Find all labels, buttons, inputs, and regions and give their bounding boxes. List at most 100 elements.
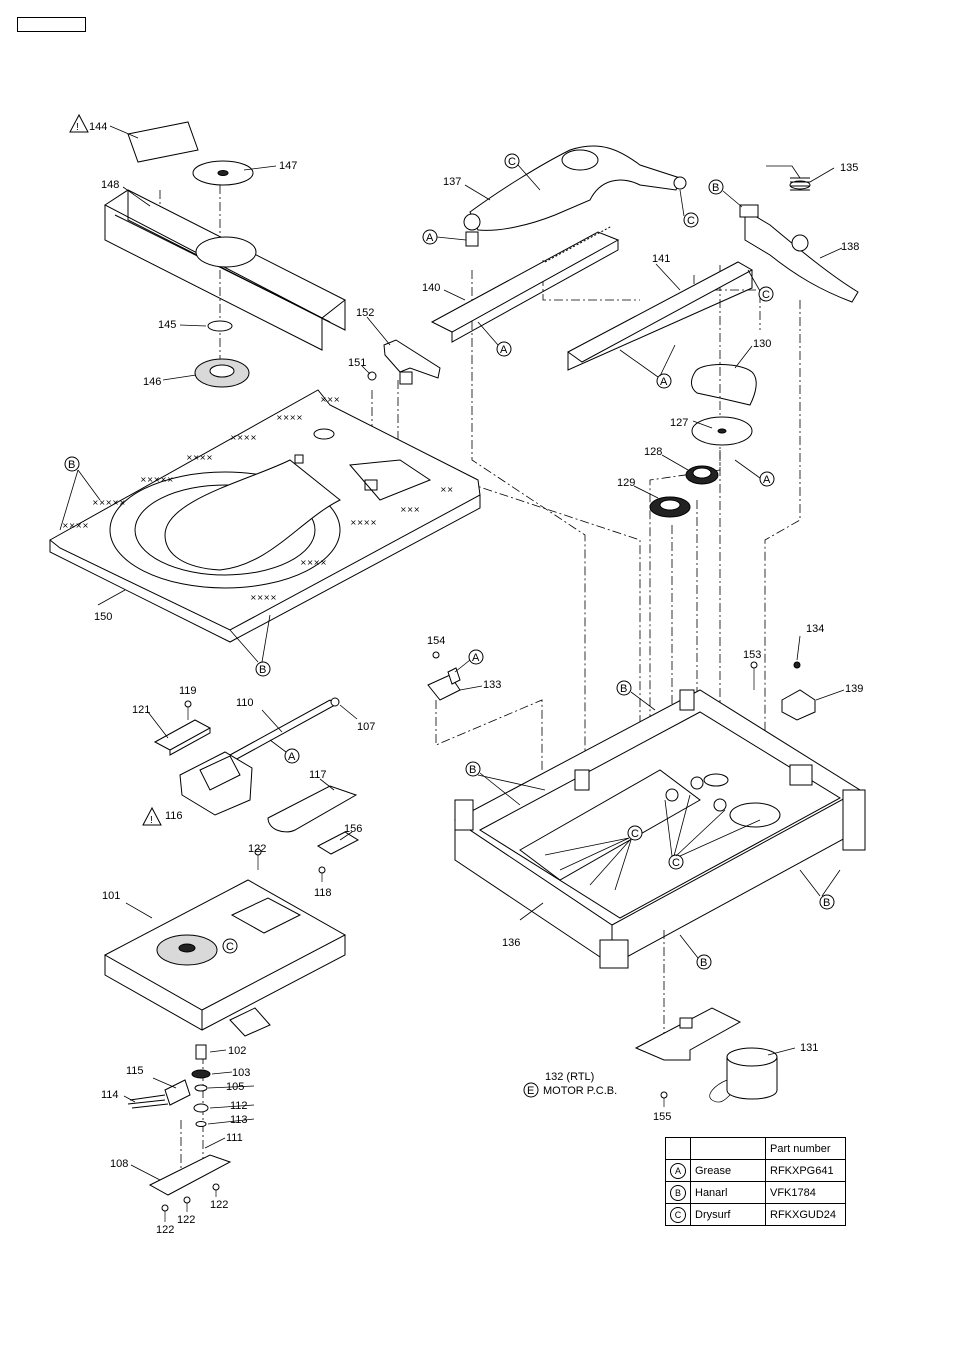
part-105 xyxy=(194,1084,208,1092)
symbol-a-marker: A xyxy=(670,1162,686,1179)
table-cell-name: Hanarl xyxy=(690,1181,766,1204)
svg-text:×××××: ××××× xyxy=(92,498,126,507)
marker-B-base-top: B xyxy=(616,680,632,696)
warning-triangle-icon: ! xyxy=(69,113,89,133)
callout-110: 110 xyxy=(236,697,254,709)
callout-137: 137 xyxy=(443,176,461,188)
marker-A-pulley: A xyxy=(759,471,775,487)
gear-group xyxy=(649,364,757,518)
table-row: C Drysurf RFKXGUD24 xyxy=(665,1203,846,1226)
svg-text:A: A xyxy=(763,474,771,486)
part-156-plate xyxy=(316,831,360,855)
marker-C-mechanism: C xyxy=(222,938,238,954)
pickup-group xyxy=(153,697,360,882)
part-114-wires xyxy=(127,1094,169,1109)
callout-145: 145 xyxy=(158,319,176,331)
marker-A-rack140: A xyxy=(496,341,512,357)
warning-triangle-icon: ! xyxy=(142,806,162,826)
symbol-c-marker: C xyxy=(670,1206,686,1223)
callout-147: 147 xyxy=(279,160,297,172)
callout-133: 133 xyxy=(483,679,501,691)
svg-text:××: ×× xyxy=(440,485,453,494)
svg-text:C: C xyxy=(226,941,234,953)
svg-text:A: A xyxy=(426,232,434,244)
callout-144: 144 xyxy=(89,121,107,133)
motor-pcb-label: MOTOR P.C.B. xyxy=(543,1085,617,1097)
callout-111: 111 xyxy=(226,1132,243,1144)
callout-117: 117 xyxy=(309,769,327,781)
svg-text:C: C xyxy=(687,215,695,227)
callout-130: 130 xyxy=(753,338,771,350)
callout-129: 129 xyxy=(617,477,635,489)
callout-107: 107 xyxy=(357,721,375,733)
svg-text:C: C xyxy=(762,289,770,301)
svg-text:!: ! xyxy=(150,815,153,826)
svg-text:××××: ×××× xyxy=(250,593,277,602)
callout-151: 151 xyxy=(348,357,366,369)
part-130-belt xyxy=(691,364,757,406)
part-153-screw xyxy=(750,661,758,669)
marker-B-base-bottom: B xyxy=(696,954,712,970)
svg-text:××××: ×××× xyxy=(186,453,213,462)
callout-115: 115 xyxy=(126,1065,144,1077)
table-header-cell xyxy=(690,1137,766,1160)
callout-156: 156 xyxy=(344,823,362,835)
leader-lines xyxy=(97,125,845,1181)
callout-135: 135 xyxy=(840,162,858,174)
part-141-rack xyxy=(567,261,754,363)
marker-C-arm-end: C xyxy=(683,212,699,228)
marker-E-motor-pcb: E xyxy=(523,1082,539,1098)
table-cell-name: Drysurf xyxy=(690,1203,766,1226)
callout-122-right: 122 xyxy=(210,1199,228,1211)
callout-113: 113 xyxy=(230,1114,248,1126)
table-row: A Grease RFKXPG641 xyxy=(665,1159,846,1182)
disc-clamper-group xyxy=(104,121,346,388)
part-110-shaft xyxy=(229,699,336,761)
marker-C-base-left: C xyxy=(627,825,643,841)
marker-A-rack141: A xyxy=(656,373,672,389)
table-header-row: Part number xyxy=(665,1137,846,1160)
callout-154: 154 xyxy=(427,635,445,647)
marker-A-bracket: A xyxy=(468,649,484,665)
svg-text:××××: ×××× xyxy=(230,433,257,442)
svg-text:B: B xyxy=(712,182,719,194)
svg-text:A: A xyxy=(660,376,668,388)
marker-C-rack141: C xyxy=(758,286,774,302)
callout-122-left: 122 xyxy=(156,1224,174,1236)
callout-146: 146 xyxy=(143,376,161,388)
callout-102: 102 xyxy=(228,1045,246,1057)
callout-131: 131 xyxy=(800,1042,818,1054)
part-119-screw xyxy=(184,700,192,708)
callout-122-upper: 122 xyxy=(248,843,266,855)
callout-118: 118 xyxy=(314,887,332,899)
callout-132: 132 (RTL) xyxy=(545,1071,594,1083)
part-102 xyxy=(195,1044,207,1060)
part-116-pickup xyxy=(179,751,253,816)
svg-text:××××: ×××× xyxy=(62,521,89,530)
callout-101: 101 xyxy=(102,890,120,902)
callout-139: 139 xyxy=(845,683,863,695)
table-cell-name: Grease xyxy=(690,1159,766,1182)
callout-140: 140 xyxy=(422,282,440,294)
svg-text:A: A xyxy=(472,652,480,664)
lubricant-table: Part number A Grease RFKXPG641 B Hanarl … xyxy=(665,1137,846,1226)
part-103 xyxy=(191,1069,211,1079)
part-131-motor xyxy=(726,1047,778,1067)
marker-C-arm-top: C xyxy=(504,153,520,169)
callout-153: 153 xyxy=(743,649,761,661)
part-134-spring xyxy=(793,661,801,669)
svg-text:××××: ×××× xyxy=(300,558,327,567)
callout-127: 127 xyxy=(670,417,688,429)
callout-138: 138 xyxy=(841,241,859,253)
base-136 xyxy=(454,689,866,969)
sensor-switch-group xyxy=(427,651,816,721)
model-number-box xyxy=(17,17,86,32)
callout-122-middle: 122 xyxy=(177,1214,195,1226)
marker-A-arm: A xyxy=(422,229,438,245)
marker-B-cam: B xyxy=(708,179,724,195)
callout-134: 134 xyxy=(806,623,824,635)
table-header-cell: Part number xyxy=(765,1137,846,1160)
part-139-switch xyxy=(781,689,816,721)
marker-leader-lines xyxy=(59,164,841,959)
callout-103: 103 xyxy=(232,1067,250,1079)
